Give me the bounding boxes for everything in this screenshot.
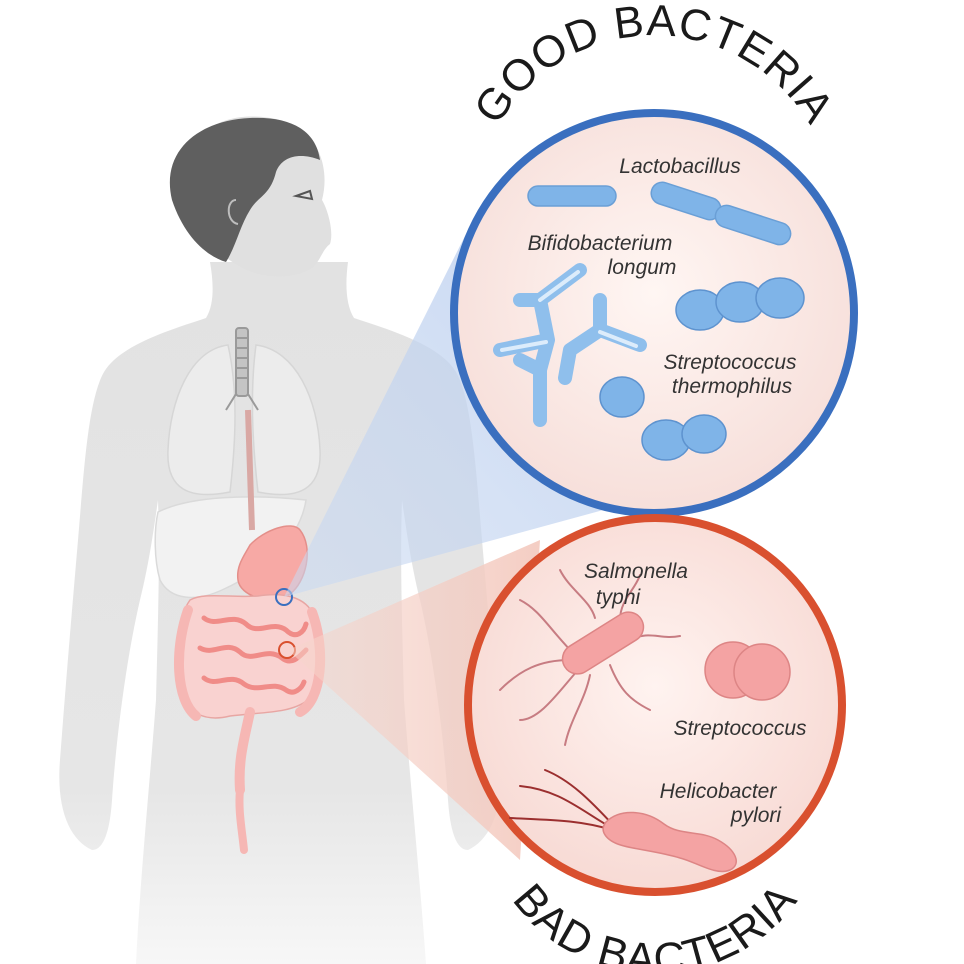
label-bifidobacterium: Bifidobacterium (528, 232, 673, 255)
trachea (225, 327, 259, 411)
lactobacillus-cells (527, 181, 792, 246)
ear (227, 199, 239, 225)
label-pylori: pylori (730, 804, 783, 827)
good-zoom-cone (284, 210, 640, 597)
hair (169, 117, 320, 262)
bifidobacterium-highlight (500, 270, 638, 352)
label-salmonella: Salmonella (584, 560, 688, 583)
label-streptococcus-bad: Streptococcus (673, 717, 807, 740)
label-streptococcus-good: Streptococcus (663, 351, 797, 374)
left-lung (167, 344, 236, 496)
salmonella-cell (499, 569, 681, 746)
bad-zoom-cone (288, 540, 540, 860)
good-bacteria-panel: GOOD BACTERIA Lactobacillus Bifidobacter… (450, 0, 858, 517)
esophagus (245, 409, 255, 531)
streptococcus-bad-cells (704, 641, 791, 701)
streptococcus-thermophilus-cells (599, 277, 805, 461)
label-typhi: typhi (596, 586, 642, 609)
intestines (174, 593, 326, 854)
bad-bacteria-panel: BAD BACTERIA (464, 514, 846, 964)
label-lactobacillus: Lactobacillus (619, 155, 741, 178)
label-thermophilus: thermophilus (672, 375, 793, 398)
label-longum: longum (608, 256, 677, 279)
stomach-marker (275, 588, 293, 606)
helicobacter-cell (509, 769, 737, 873)
eye-icon (292, 189, 314, 201)
label-helicobacter: Helicobacter (660, 780, 778, 803)
right-lung (251, 344, 321, 496)
